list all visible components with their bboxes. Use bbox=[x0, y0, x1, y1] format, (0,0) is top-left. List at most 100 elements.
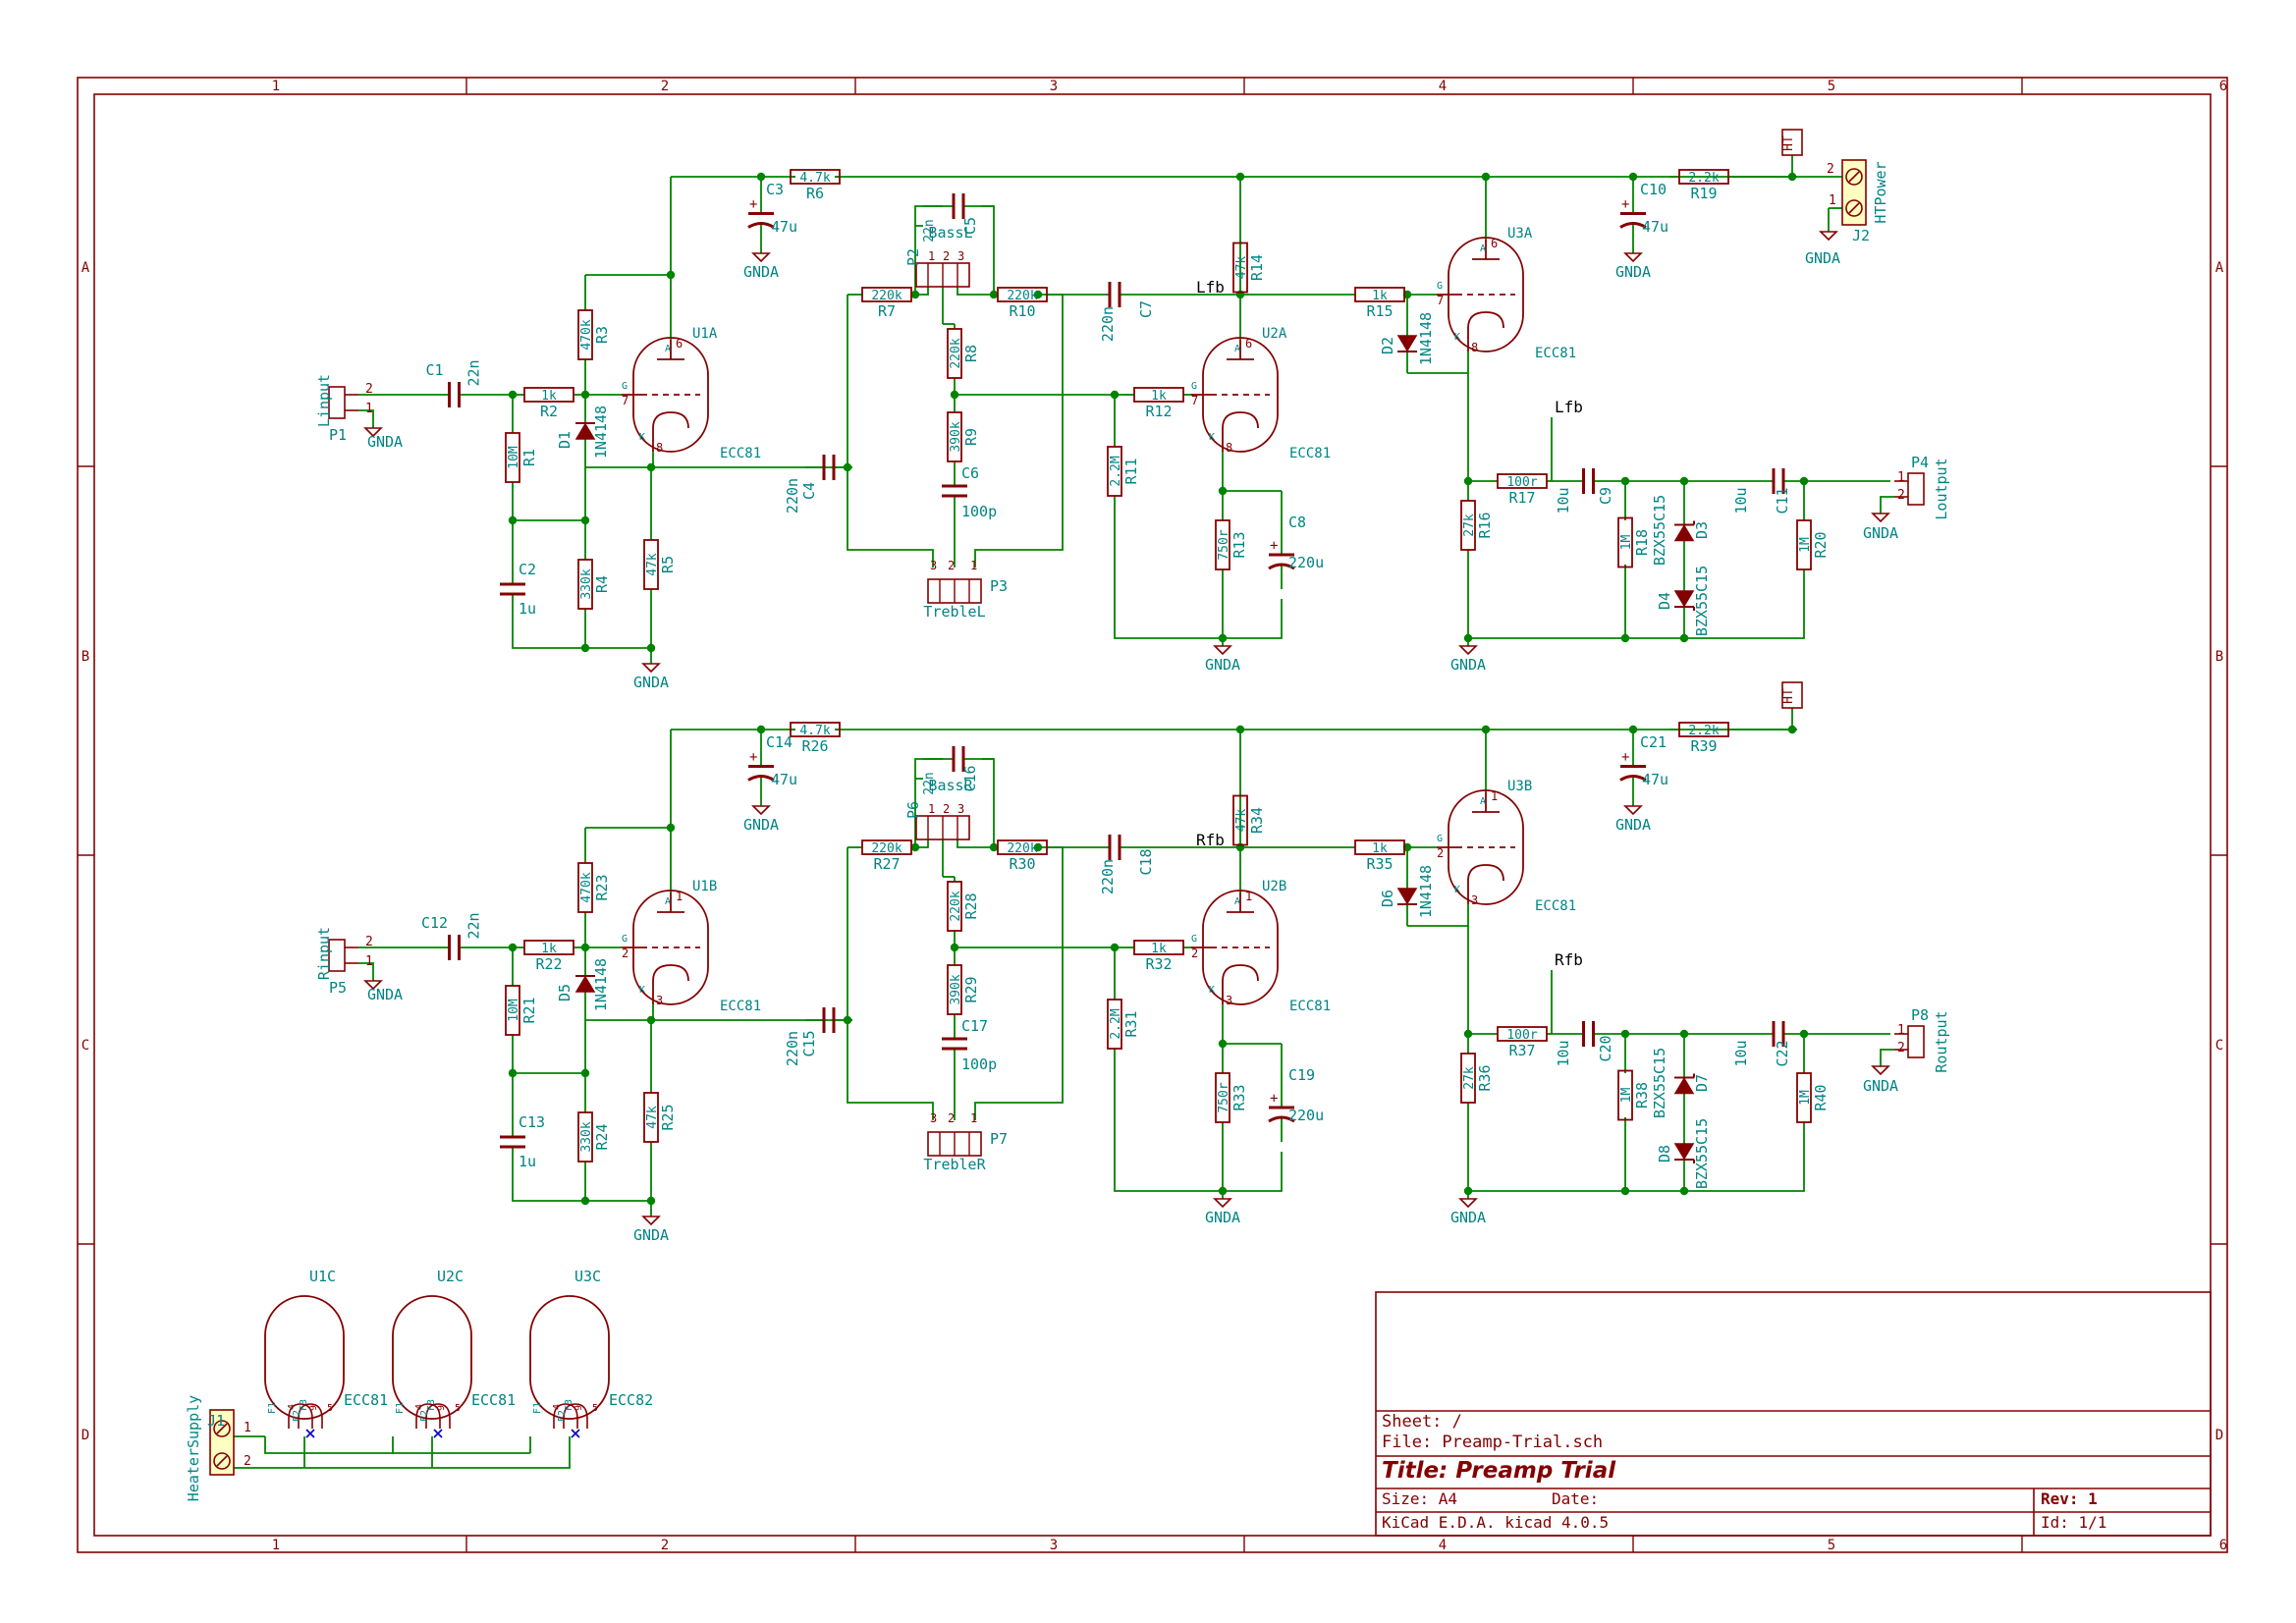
resistor bbox=[523, 387, 574, 403]
tube-ref: U2A bbox=[1262, 326, 1287, 342]
capacitor-value: 100p bbox=[961, 503, 997, 520]
pin-label: A bbox=[1480, 796, 1486, 807]
resistor bbox=[643, 539, 659, 590]
capacitor-value: 220n bbox=[784, 1031, 801, 1066]
resistor-value: 47k bbox=[1234, 809, 1249, 833]
ground-label: GNDA bbox=[1615, 816, 1651, 834]
ground-symbol bbox=[1871, 513, 1890, 523]
resistor-value: 4.7k bbox=[799, 724, 830, 738]
capacitor bbox=[747, 222, 775, 229]
capacitor-ref: C6 bbox=[961, 464, 979, 482]
resistor-ref: R29 bbox=[962, 976, 980, 1002]
ground-label: GNDA bbox=[633, 1226, 669, 1244]
resistor bbox=[997, 287, 1048, 302]
resistor-ref: R33 bbox=[1230, 1084, 1248, 1110]
diode bbox=[1396, 888, 1418, 905]
tube-ref: U3C bbox=[574, 1268, 601, 1285]
no-connect-mark bbox=[571, 1429, 580, 1438]
capacitor-ref: C13 bbox=[519, 1113, 545, 1131]
polarity-mark: + bbox=[749, 197, 757, 213]
wire bbox=[1468, 569, 1805, 639]
zener-ref: D4 bbox=[1656, 592, 1673, 610]
capacitor-ref: C16 bbox=[961, 765, 979, 791]
tube-value: ECC81 bbox=[720, 446, 761, 461]
resistor-value: 220k bbox=[949, 891, 963, 921]
triode-envelope bbox=[632, 890, 709, 1005]
ground-symbol bbox=[1623, 805, 1643, 816]
resistor-value: 100r bbox=[1506, 1028, 1537, 1043]
resistor-ref: R25 bbox=[659, 1104, 677, 1130]
pin-label: G bbox=[1191, 934, 1197, 945]
capacitor-value: 1u bbox=[519, 1153, 536, 1170]
screw-terminal bbox=[216, 1455, 228, 1467]
capacitor-value: 220u bbox=[1288, 554, 1324, 571]
connector-ref: P5 bbox=[329, 979, 347, 997]
junction-dot bbox=[580, 1196, 590, 1206]
tube-value: ECC81 bbox=[720, 999, 761, 1014]
pin-label: F2 bbox=[419, 1410, 430, 1422]
heater-filament bbox=[563, 1403, 588, 1429]
pin-label: F2 bbox=[557, 1410, 568, 1422]
resistor-value: 10M bbox=[507, 446, 521, 469]
resistor-ref: R8 bbox=[962, 345, 980, 362]
ground-symbol bbox=[1213, 1198, 1232, 1209]
resistor bbox=[505, 985, 520, 1036]
wire bbox=[512, 628, 651, 649]
resistor-ref: R22 bbox=[535, 955, 562, 973]
diode bbox=[1673, 1077, 1695, 1095]
resistor-ref: R9 bbox=[962, 428, 980, 446]
pin-number: 9 bbox=[308, 1405, 319, 1411]
ground-symbol bbox=[1213, 645, 1232, 656]
pot-value: TrebleR bbox=[923, 1156, 986, 1173]
net-label: Lfb bbox=[1196, 278, 1225, 297]
connector-value: HTPower bbox=[1872, 161, 1889, 223]
capacitor-ref: C3 bbox=[766, 181, 784, 198]
connector-value: Routput bbox=[1933, 1010, 1950, 1072]
wire bbox=[914, 758, 943, 779]
pin-number: 6 bbox=[1245, 337, 1252, 351]
connector-value: HeaterSupply bbox=[185, 1395, 202, 1501]
triode-cathode bbox=[652, 964, 689, 982]
pin-label: F2 bbox=[292, 1410, 302, 1422]
heater-filament bbox=[415, 1403, 441, 1429]
resistor-ref: R32 bbox=[1145, 955, 1172, 973]
resistor-ref: R30 bbox=[1009, 855, 1035, 873]
resistor-value: 1M bbox=[1619, 1088, 1634, 1104]
resistor-ref: R11 bbox=[1122, 458, 1140, 484]
triode-cathode bbox=[1222, 964, 1259, 982]
capacitor bbox=[1268, 1115, 1295, 1123]
resistor-value: 2.2k bbox=[1688, 724, 1719, 738]
zone-row-label: A bbox=[82, 260, 90, 276]
resistor bbox=[997, 839, 1048, 855]
triode-cathode bbox=[1467, 864, 1504, 882]
resistor-ref: R35 bbox=[1366, 855, 1393, 873]
diode-ref: D5 bbox=[556, 984, 574, 1001]
resistor-value: 2.2M bbox=[1109, 456, 1123, 486]
resistor-value: 1k bbox=[1372, 289, 1388, 303]
pin-label: K bbox=[639, 985, 645, 996]
tube-value: ECC81 bbox=[1535, 346, 1576, 361]
resistor-value: 47k bbox=[645, 1106, 660, 1129]
resistor bbox=[643, 1092, 659, 1143]
ground-label: GNDA bbox=[1205, 656, 1240, 674]
wire bbox=[914, 205, 943, 226]
resistor bbox=[1232, 794, 1248, 846]
resistor-value: 220k bbox=[1007, 841, 1037, 856]
resistor bbox=[1107, 999, 1122, 1050]
resistor-ref: R2 bbox=[540, 403, 558, 420]
wire bbox=[1880, 496, 1894, 506]
pin-number: 2 bbox=[365, 382, 373, 397]
pin-label: F3 bbox=[299, 1399, 309, 1411]
sheet-border bbox=[77, 77, 2228, 1553]
resistor-ref: R4 bbox=[593, 575, 611, 593]
triode-envelope bbox=[1202, 337, 1279, 453]
connector-ref: P8 bbox=[1911, 1006, 1929, 1024]
zone-row-label: B bbox=[82, 649, 89, 665]
diode bbox=[1673, 590, 1695, 608]
zone-row-label: C bbox=[82, 1038, 89, 1054]
resistor-value: 1k bbox=[1151, 942, 1167, 956]
pin-number: 8 bbox=[656, 441, 663, 455]
capacitor-ref: C9 bbox=[1597, 487, 1614, 505]
